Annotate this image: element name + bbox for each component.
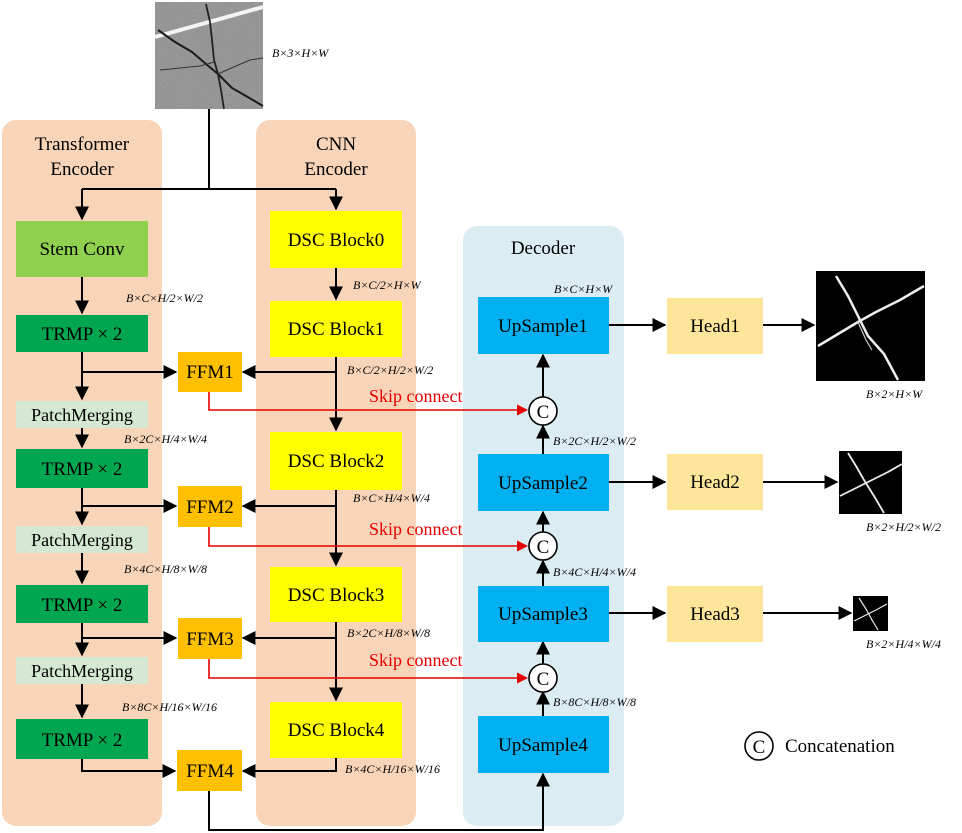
shape-dsc2-out: B×C×H/4×W/4 <box>353 491 430 505</box>
upsample1-block <box>478 297 609 354</box>
output-mask-2 <box>839 451 903 514</box>
upsample2-label: UpSample2 <box>498 473 588 494</box>
patch-merging-label-2: PatchMerging <box>31 530 133 550</box>
patch-merging-label-3: PatchMerging <box>31 661 133 681</box>
shape-up3-in: B×4C×H/4×W/4 <box>553 565 636 579</box>
patch-merging-label-1: PatchMerging <box>31 405 133 425</box>
ffm4-block <box>177 750 242 791</box>
dsc-block-0-label: DSC Block0 <box>288 230 385 251</box>
head2-block <box>667 454 763 510</box>
legend-label: Concatenation <box>785 736 895 757</box>
shape-up1-out: B×C×H×W <box>554 282 613 296</box>
trmp-block-1 <box>16 315 148 352</box>
legend-symbol: C <box>753 737 766 758</box>
dsc-block-2 <box>270 432 402 490</box>
dsc-block-0 <box>270 211 402 268</box>
legend-concat-icon <box>744 731 774 761</box>
shape-pm2-out: B×4C×H/8×W/8 <box>124 562 207 576</box>
shape-dsc4-out: B×4C×H/16×W/16 <box>345 762 440 776</box>
concat-node-3: C <box>528 663 558 693</box>
dsc-block-3 <box>270 567 402 622</box>
shape-pm1-out: B×2C×H/4×W/4 <box>124 432 207 446</box>
connections <box>75 109 853 831</box>
trmp-block-4 <box>16 719 148 759</box>
shape-stem-out: B×C×H/2×W/2 <box>126 291 203 305</box>
head1-block <box>667 298 763 354</box>
dsc-block-4 <box>270 702 402 758</box>
concat-symbol-1: C <box>537 402 550 423</box>
concat-symbol-2: C <box>537 537 550 558</box>
ffm2-label: FFM2 <box>186 497 234 518</box>
trmp-block-3 <box>16 585 148 623</box>
trmp-label-3: TRMP × 2 <box>42 595 123 616</box>
upsample1-label: UpSample1 <box>498 316 588 337</box>
trmp-block-2 <box>16 449 148 488</box>
upsample3-label: UpSample3 <box>498 604 588 625</box>
shape-dsc3-out: B×2C×H/8×W/8 <box>347 626 430 640</box>
upsample2-block <box>478 454 609 511</box>
head3-block <box>667 586 763 642</box>
dsc-block-2-label: DSC Block2 <box>288 451 385 472</box>
shape-dsc1-out: B×C/2×H/2×W/2 <box>347 363 433 377</box>
cnn-encoder-title-2: Encoder <box>304 159 368 180</box>
patch-merging-block-1 <box>16 401 148 428</box>
skip-connect-label-1: Skip connect <box>369 386 462 406</box>
head1-label: Head1 <box>690 316 740 337</box>
dsc-block-1-label: DSC Block1 <box>288 319 385 340</box>
transformer-encoder-title-2: Encoder <box>50 159 114 180</box>
skip-connections <box>208 392 529 684</box>
shape-up4-out: B×8C×H/8×W/8 <box>553 695 636 709</box>
concat-node-1: C <box>528 396 558 426</box>
legend: C Concatenation <box>744 731 895 761</box>
head3-label: Head3 <box>690 604 740 625</box>
head2-label: Head2 <box>690 472 740 493</box>
concat-symbol-3: C <box>537 669 550 690</box>
output-mask-1 <box>816 271 925 381</box>
shape-up2-in: B×2C×H/2×W/2 <box>553 434 636 448</box>
shape-head1-out: B×2×H×W <box>866 387 923 401</box>
patch-merging-block-3 <box>16 657 148 684</box>
upsample4-label: UpSample4 <box>498 735 588 756</box>
ffm4-label: FFM4 <box>186 761 234 782</box>
shape-head3-out: B×2×H/4×W/4 <box>866 637 941 651</box>
ffm1-block <box>178 352 242 392</box>
input-image <box>154 2 264 110</box>
shape-pm3-out: B×8C×H/16×W/16 <box>122 700 217 714</box>
shape-annotations: B×C×H/2×W/2 B×C/2×H×W B×C/2×H/2×W/2 B×2C… <box>122 278 941 776</box>
trmp-label-4: TRMP × 2 <box>42 730 123 751</box>
decoder-title: Decoder <box>511 238 576 259</box>
patch-merging-block-2 <box>16 526 148 553</box>
upsample4-block <box>478 716 609 773</box>
stem-conv-label: Stem Conv <box>40 239 125 260</box>
transformer-encoder-title-1: Transformer <box>35 134 130 155</box>
shape-head2-out: B×2×H/2×W/2 <box>866 520 941 534</box>
dsc-block-4-label: DSC Block4 <box>288 720 385 741</box>
trmp-label-1: TRMP × 2 <box>42 324 123 345</box>
dsc-block-3-label: DSC Block3 <box>288 585 385 606</box>
shape-dsc0-out: B×C/2×H×W <box>353 278 422 292</box>
upsample3-block <box>478 586 609 642</box>
shape-input: B×3×H×W <box>272 46 329 60</box>
ffm1-label: FFM1 <box>186 362 234 383</box>
cnn-encoder-title-1: CNN <box>316 134 356 155</box>
dsc-block-1 <box>270 301 402 357</box>
ffm3-label: FFM3 <box>186 629 234 650</box>
skip-connect-label-2: Skip connect <box>369 519 462 539</box>
trmp-label-2: TRMP × 2 <box>42 459 123 480</box>
concat-node-2: C <box>528 531 558 561</box>
ffm3-block <box>178 618 242 659</box>
output-mask-3 <box>853 596 888 631</box>
skip-connect-label-3: Skip connect <box>369 650 462 670</box>
ffm2-block <box>178 486 242 527</box>
stem-conv-block <box>16 221 148 277</box>
